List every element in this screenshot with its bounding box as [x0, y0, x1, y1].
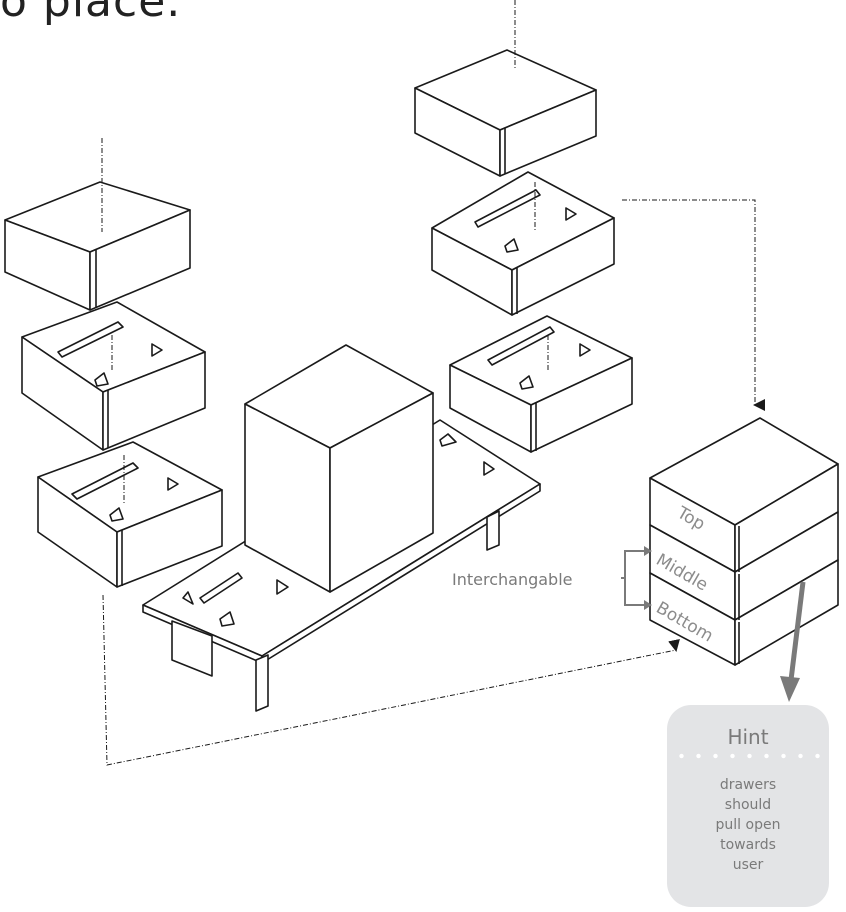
right-bottom-drawer — [449, 315, 633, 453]
tall-cabinet — [244, 344, 434, 593]
interchangeable-label: Interchangable — [452, 570, 573, 589]
instruction-heading: o place. — [0, 0, 182, 27]
right-middle-drawer — [431, 171, 615, 316]
hint-card: Hint drawers should pull open towards us… — [667, 705, 829, 907]
interchangeable-bracket — [621, 546, 652, 610]
pull-direction-arrow — [780, 581, 806, 702]
right-top-drawer — [414, 49, 597, 177]
left-top-drawer — [4, 181, 191, 311]
hint-text: drawers should pull open towards user — [715, 777, 781, 873]
hint-divider — [673, 753, 823, 759]
hint-title: Hint — [727, 725, 769, 749]
left-middle-drawer — [21, 301, 206, 451]
left-bottom-drawer — [37, 441, 223, 588]
assembled-stack — [649, 417, 839, 666]
guide-lines — [101, 0, 765, 766]
